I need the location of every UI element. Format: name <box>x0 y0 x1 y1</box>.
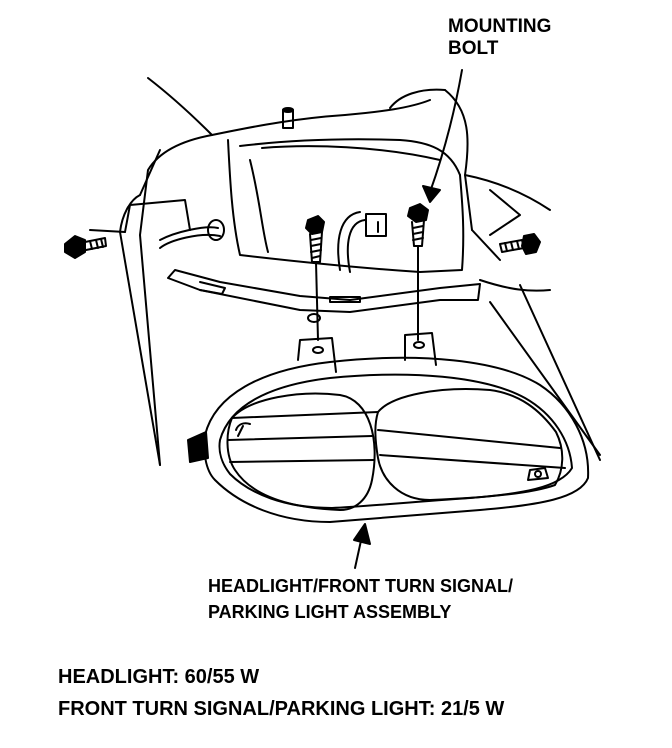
spec-headlight: HEADLIGHT: 60/55 W <box>58 666 260 688</box>
mounting-bolt-leader-arrow <box>422 69 463 203</box>
headlight-assembly-label: HEADLIGHT/FRONT TURN SIGNAL/ PARKING LIG… <box>208 573 513 625</box>
assembly-label-line-1: HEADLIGHT/FRONT TURN SIGNAL/ <box>208 576 513 596</box>
side-bolt-right-icon <box>499 233 541 255</box>
assembly-label-line-2: PARKING LIGHT ASSEMBLY <box>208 602 452 622</box>
mounting-bolt-label-line-2: BOLT <box>448 37 499 59</box>
mounting-bolt-left-icon <box>305 215 325 341</box>
side-clip-left <box>159 219 225 249</box>
mounting-bolt-label-line-1: MOUNTING <box>448 16 552 37</box>
hood-panel <box>211 88 601 461</box>
wiring-connector <box>337 211 387 273</box>
spec-turn-signal-parking: FRONT TURN SIGNAL/PARKING LIGHT: 21/5 W <box>58 698 505 720</box>
side-bolt-left-icon <box>64 235 107 259</box>
mounting-frame <box>167 107 481 313</box>
headlight-assembly <box>187 332 590 523</box>
fender-outline <box>89 77 213 466</box>
assembly-leader-arrow <box>353 523 371 569</box>
bulb-spec-block: HEADLIGHT: 60/55 W FRONT TURN SIGNAL/PAR… <box>58 661 504 725</box>
mounting-bolt-label: MOUNTING BOLT <box>448 16 551 60</box>
mounting-bolt-right-icon <box>407 203 429 341</box>
